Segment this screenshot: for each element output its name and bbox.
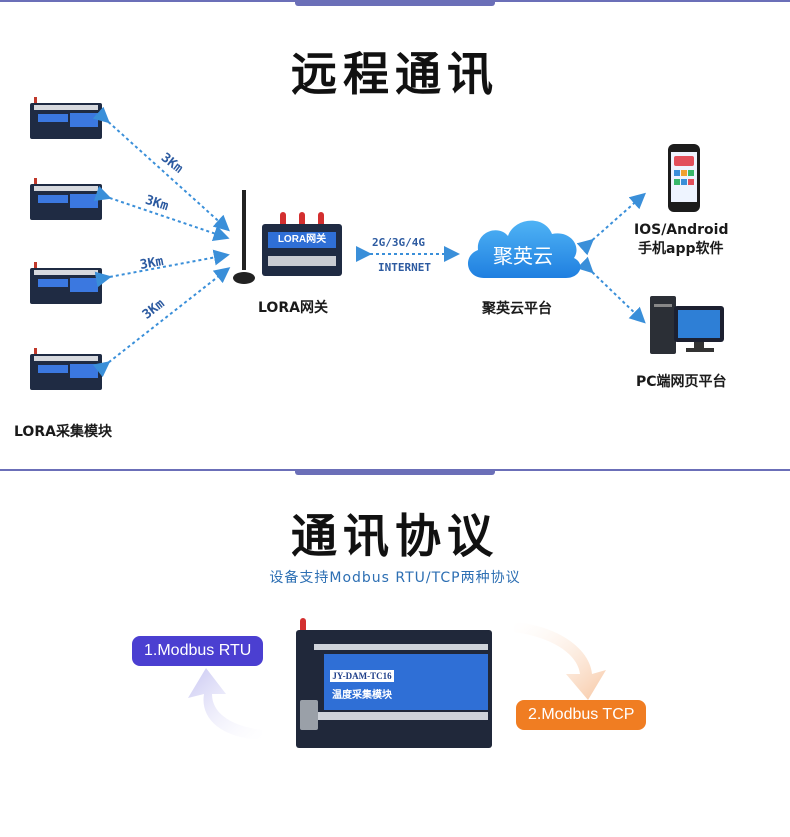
cloud-caption: 聚英云平台: [482, 301, 552, 317]
lora-module-3: [30, 262, 102, 304]
protocol-tcp-badge: 2.Modbus TCP: [516, 700, 647, 730]
section-title-protocol: 通讯协议: [291, 509, 499, 563]
pc-caption: PC端网页平台: [636, 374, 727, 390]
top-divider-tab: [295, 0, 495, 6]
section-title-remote: 远程通讯: [291, 47, 499, 101]
protocol-arrows: [188, 622, 606, 740]
link-cloud-phone: [576, 192, 646, 256]
lora-module-4: [30, 348, 102, 390]
middle-divider-tab: [295, 469, 495, 475]
gateway-antenna: [233, 190, 255, 284]
arrow-rtu: [188, 668, 262, 740]
network-label-top: 2G/3G/4G: [372, 236, 425, 249]
network-label-bottom: INTERNET: [378, 261, 431, 274]
cloud-text: 聚英云: [493, 244, 553, 268]
temperature-module-device: JY-DAM-TC16 温度采集模块: [296, 618, 492, 748]
phone-caption-line2: 手机app软件: [638, 241, 724, 257]
protocol-rtu-badge: 1.Modbus RTU: [132, 636, 264, 666]
device-name: 温度采集模块: [332, 690, 392, 701]
lora-gateway-device: LORA网关: [262, 212, 342, 276]
lora-module-1: [30, 97, 102, 139]
link-module-4: [92, 267, 231, 378]
lora-module-2: [30, 178, 102, 220]
gateway-caption: LORA网关: [258, 300, 328, 316]
lora-module-caption: LORA采集模块: [14, 424, 112, 440]
gateway-device-label: LORA网关: [268, 232, 336, 248]
cloud-icon: [467, 220, 581, 278]
pc-icon: [650, 296, 726, 356]
protocol-subtitle: 设备支持Modbus RTU/TCP两种协议: [269, 570, 521, 586]
link-cloud-pc: [576, 256, 646, 324]
phone-icon: [668, 144, 700, 212]
link-module-2: [93, 185, 230, 242]
phone-caption-line1: IOS/Android: [634, 222, 729, 238]
device-model: JY-DAM-TC16: [330, 670, 394, 682]
arrow-tcp: [514, 622, 606, 700]
link-arrows: [92, 106, 646, 378]
